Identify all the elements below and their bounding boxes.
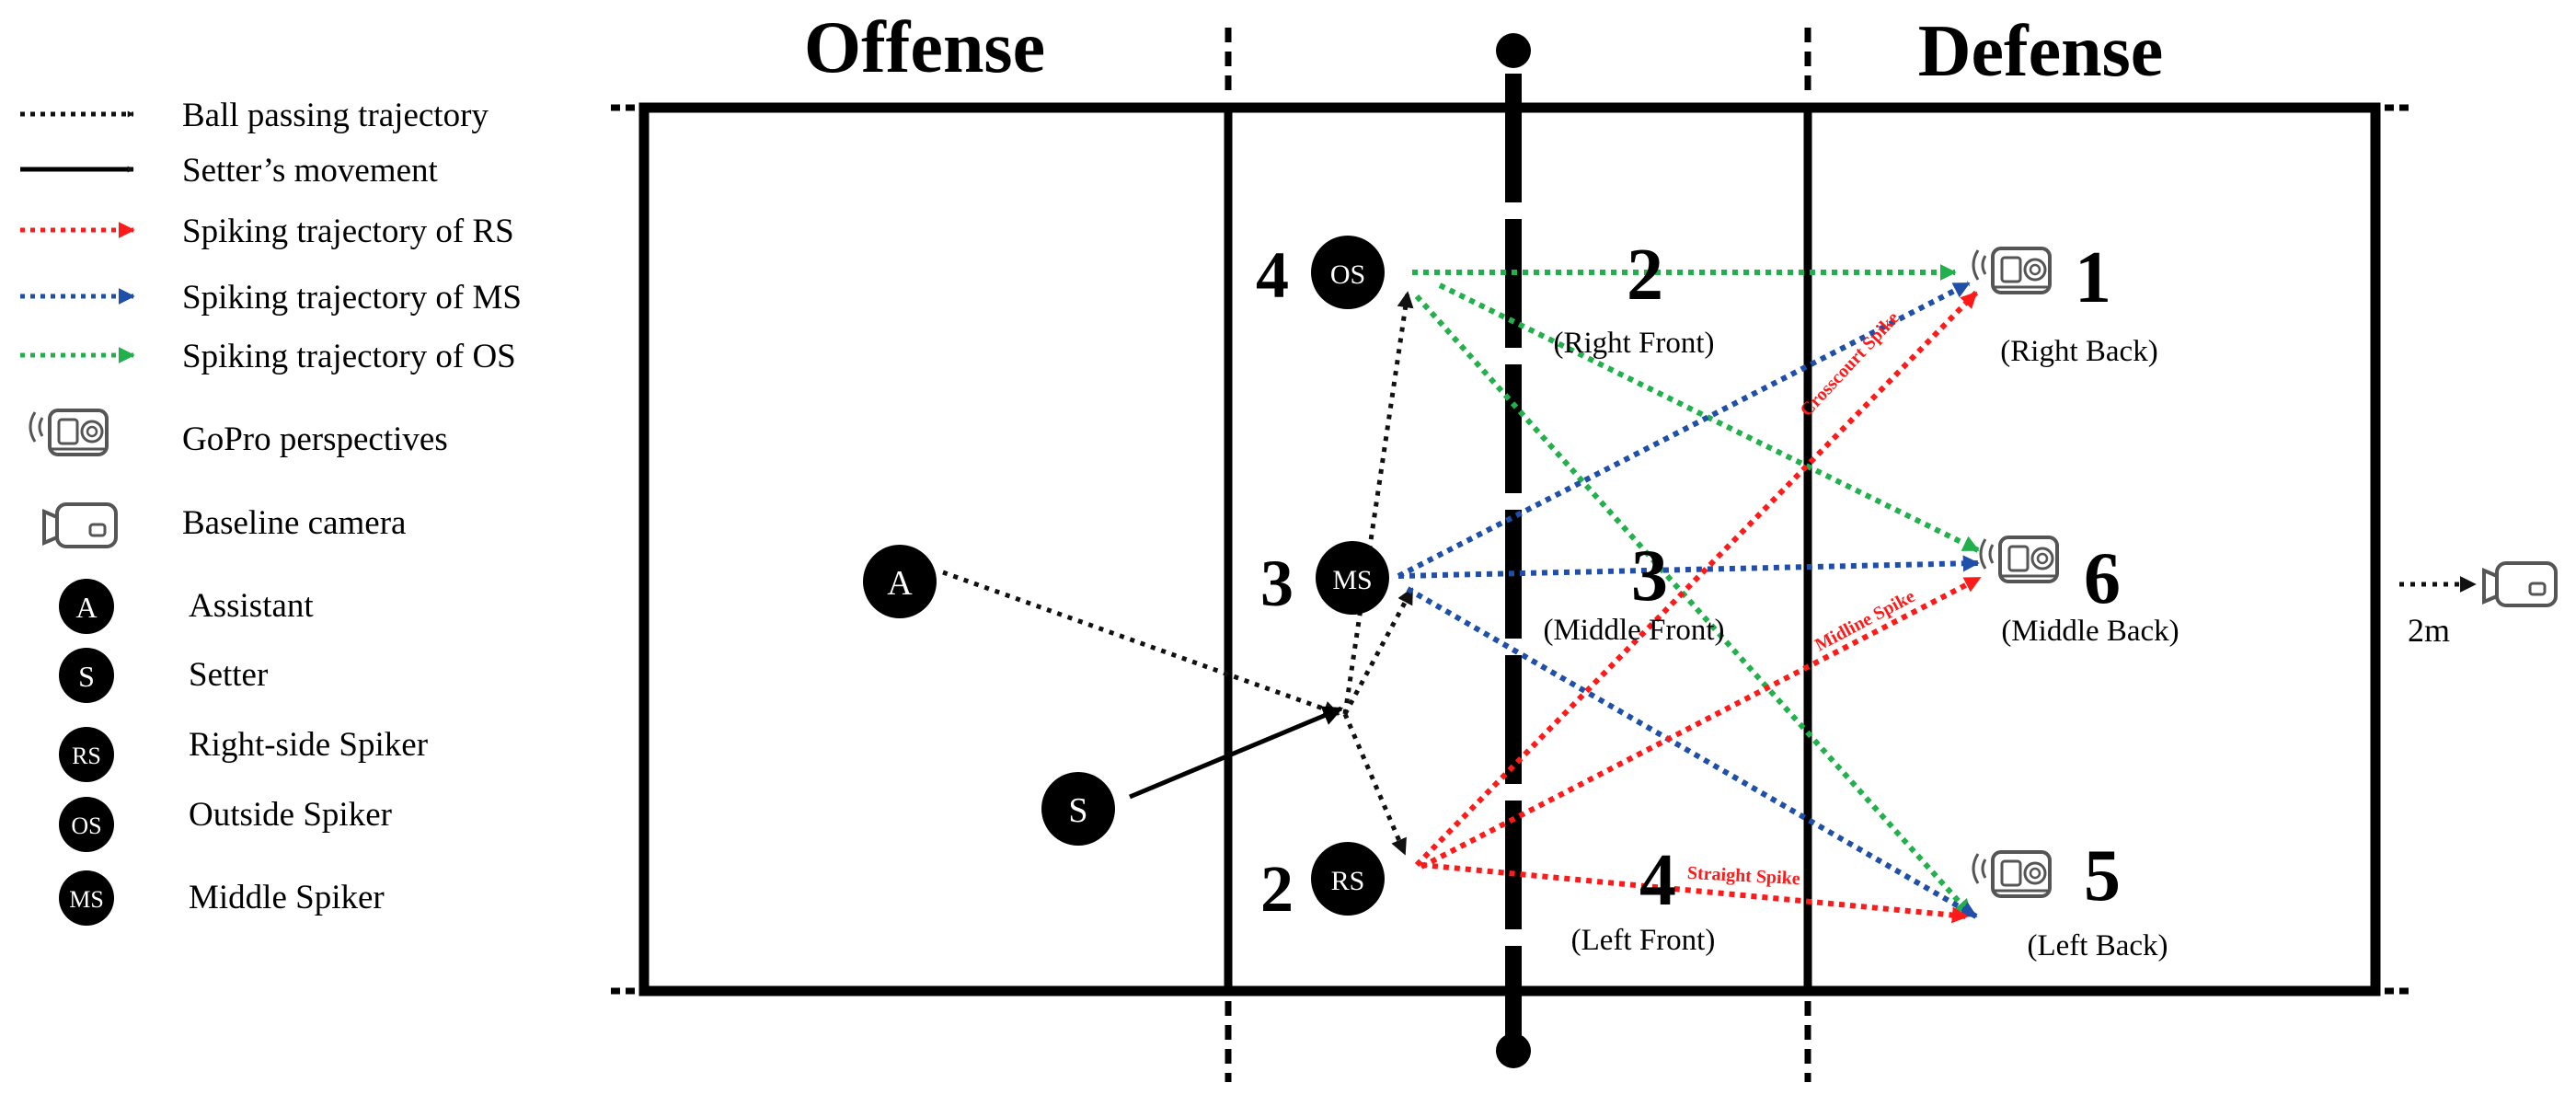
ms-position-number: 3 — [1260, 547, 1294, 620]
zone-right-front-number: 2 — [1627, 235, 1663, 316]
legend-rs-label: Spiking trajectory of RS — [182, 213, 514, 250]
svg-text:S: S — [1068, 791, 1087, 830]
rs-spike-midline — [1420, 575, 1982, 870]
svg-text:RS: RS — [1331, 866, 1365, 896]
legend-gopro-label: GoPro perspectives — [182, 421, 448, 458]
zone-middle-back-number: 6 — [2084, 538, 2121, 619]
legend-outside-spiker-label: Outside Spiker — [189, 796, 392, 834]
camera-icon — [2482, 561, 2558, 607]
gopro-icon — [1972, 247, 2052, 294]
svg-text:MS: MS — [1332, 565, 1372, 595]
ball-pass-to-ms — [1342, 587, 1415, 716]
legend-setter-marker — [59, 648, 114, 703]
net-post-top — [1496, 33, 1531, 68]
legend-assistant-letter: A — [75, 591, 97, 624]
rs-spike-crosscourt — [1414, 290, 1979, 868]
midline-spike-label: Midline Spike — [1811, 586, 1918, 656]
legend-middle-spiker-label: Middle Spiker — [189, 879, 385, 916]
setter-movement — [1129, 706, 1344, 800]
zone-right-back-label: (Right Back) — [2000, 335, 2157, 368]
legend-right-side-spiker-label: Right-side Spiker — [189, 726, 428, 764]
legend-setter-letter: S — [78, 660, 95, 693]
os-spike-midline — [1438, 282, 1980, 553]
legend-ball-pass-label: Ball passing trajectory — [182, 97, 489, 134]
legend-assistant-marker — [59, 579, 114, 634]
ms-spike-right — [1397, 281, 1971, 579]
straight-spike-label: Straight Spike — [1686, 863, 1800, 889]
outside-spiker-marker: OS — [1311, 236, 1385, 309]
legend-setter-move-label: Setter’s movement — [182, 152, 439, 190]
gopro-icon — [1972, 850, 2052, 898]
legend-baseline-camera-label: Baseline camera — [182, 504, 406, 542]
net-post-bottom — [1496, 1033, 1531, 1068]
legend-os-marker — [59, 797, 114, 852]
svg-text:OS: OS — [1330, 259, 1365, 290]
legend-ms-letters: MS — [69, 886, 104, 913]
distance-label: 2m — [2408, 612, 2450, 649]
rs-spike-straight — [1420, 862, 1969, 924]
legend-setter-label: Setter — [189, 656, 268, 694]
legend-os-letters: OS — [71, 812, 101, 839]
camera-icon — [42, 502, 118, 548]
zone-left-back-label: (Left Back) — [2028, 929, 2168, 962]
ms-spike-middle — [1397, 555, 1980, 579]
zone-middle-front-number: 3 — [1631, 536, 1668, 616]
right-side-spiker-marker: RS — [1311, 842, 1385, 916]
svg-text:A: A — [887, 564, 913, 603]
gopro-icon — [1979, 536, 2059, 583]
legend-os-label: Spiking trajectory of OS — [182, 338, 516, 375]
os-position-number: 4 — [1256, 238, 1289, 312]
zone-left-back-number: 5 — [2084, 835, 2121, 916]
zone-left-front-number: 4 — [1639, 840, 1676, 921]
legend-ms-marker — [59, 870, 114, 926]
ball-pass-to-os — [1342, 291, 1414, 715]
gopro-icon — [29, 409, 109, 456]
ball-pass-a-to-setpoint — [942, 570, 1340, 718]
legend-rs-marker — [59, 727, 114, 782]
zone-right-front-label: (Right Front) — [1553, 327, 1714, 360]
offense-header: Offense — [804, 7, 1045, 88]
setter-marker: S — [1041, 772, 1115, 846]
zone-left-front-label: (Left Front) — [1571, 924, 1716, 957]
court — [611, 28, 2410, 1082]
legend-assistant-label: Assistant — [189, 587, 314, 625]
rs-position-number: 2 — [1260, 852, 1294, 926]
zone-right-back-number: 1 — [2075, 237, 2111, 318]
defense-header: Defense — [1918, 11, 2164, 92]
zone-middle-front-label: (Middle Front) — [1543, 614, 1724, 647]
legend-rs-letters: RS — [72, 743, 101, 769]
zone-middle-back-label: (Middle Back) — [2001, 615, 2179, 648]
trajectories — [942, 264, 2477, 924]
middle-spiker-marker: MS — [1316, 541, 1389, 615]
legend: Ball passing trajectory Setter’s movemen… — [20, 97, 522, 926]
ball-pass-to-rs — [1342, 713, 1408, 856]
assistant-marker: A — [863, 545, 937, 618]
legend-ms-label: Spiking trajectory of MS — [182, 279, 522, 317]
